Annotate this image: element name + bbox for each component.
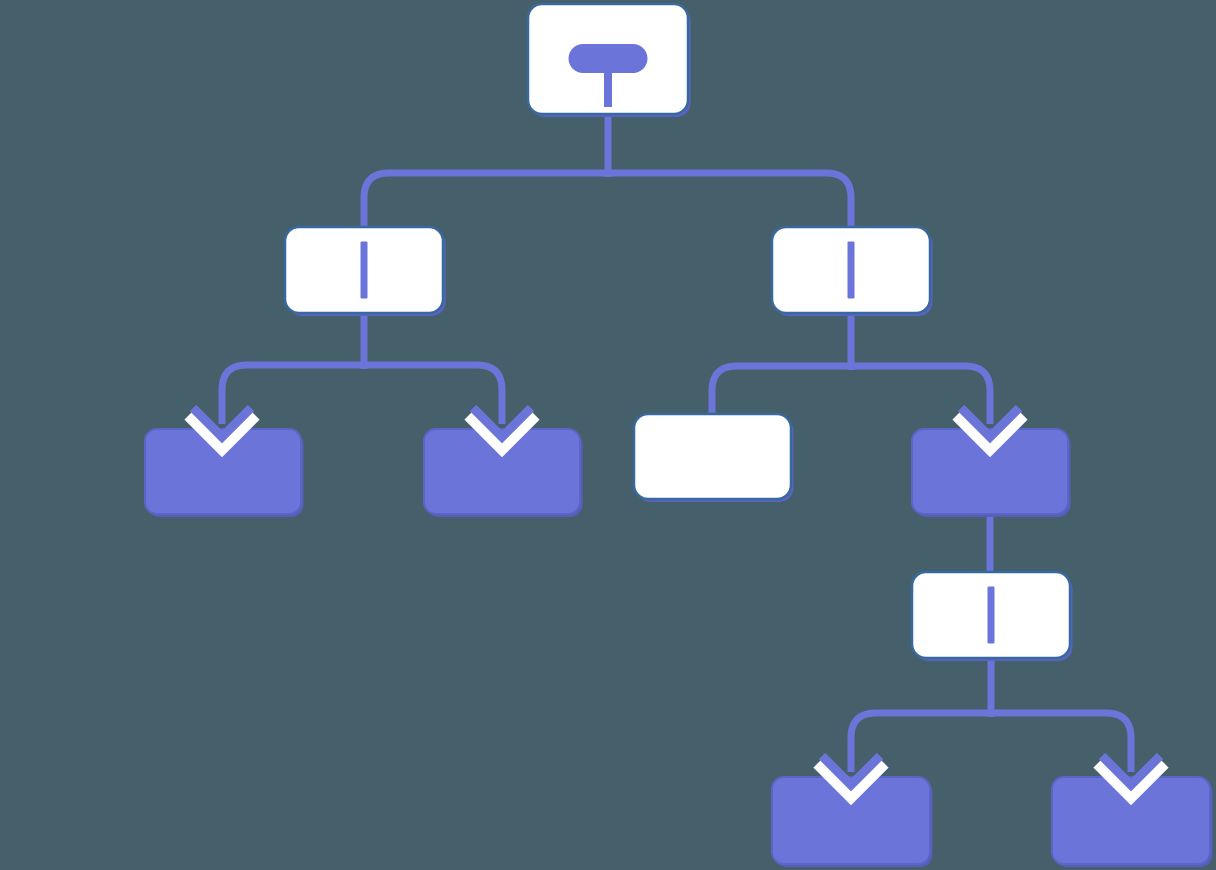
- chevron-outline: [464, 410, 540, 458]
- chevron-down-arrowhead-icon: [464, 404, 540, 458]
- connector-left-leaves-bus: [218, 361, 506, 424]
- node-leaf-c[interactable]: [911, 428, 1071, 517]
- node-leaf-a[interactable]: [144, 428, 304, 517]
- connector-right-children-bus: [708, 362, 994, 424]
- collapsed-pill-icon: [568, 44, 648, 73]
- collapsed-pill-stem-icon: [604, 72, 612, 107]
- node-leaf-b[interactable]: [423, 428, 583, 517]
- chevron-down-arrowhead-icon: [1093, 752, 1169, 806]
- chevron-outline: [952, 410, 1028, 458]
- chevron-down-arrowhead-icon: [952, 404, 1028, 458]
- divider-bar-icon: [987, 586, 995, 644]
- node-branch-right[interactable]: [770, 225, 933, 316]
- connector-bottom-leaves-bus: [847, 709, 1135, 772]
- divider-bar-icon: [847, 241, 855, 299]
- chevron-outline: [813, 758, 889, 806]
- node-body-filled[interactable]: [911, 428, 1069, 515]
- node-body-filled[interactable]: [144, 428, 302, 515]
- node-body-filled[interactable]: [1051, 776, 1211, 865]
- node-body-filled[interactable]: [771, 776, 931, 865]
- node-body-filled[interactable]: [423, 428, 581, 515]
- chevron-arrow: [818, 752, 884, 792]
- node-branch-mid[interactable]: [910, 570, 1073, 661]
- node-branch-left[interactable]: [283, 225, 446, 316]
- node-leaf-e[interactable]: [1051, 776, 1213, 867]
- node-root[interactable]: [526, 2, 691, 117]
- chevron-down-arrowhead-icon: [184, 404, 260, 458]
- chevron-outline: [184, 410, 260, 458]
- chevron-arrow: [469, 404, 535, 444]
- node-leaf-plain[interactable]: [632, 412, 794, 502]
- connector-branches-bus: [360, 169, 855, 227]
- chevron-down-arrowhead-icon: [813, 752, 889, 806]
- chevron-arrow: [957, 404, 1023, 444]
- chevron-arrow: [189, 404, 255, 444]
- node-leaf-d[interactable]: [771, 776, 933, 867]
- chevron-outline: [1093, 758, 1169, 806]
- node-body-empty[interactable]: [632, 412, 793, 501]
- chevron-arrow: [1098, 752, 1164, 792]
- divider-bar-icon: [360, 241, 368, 299]
